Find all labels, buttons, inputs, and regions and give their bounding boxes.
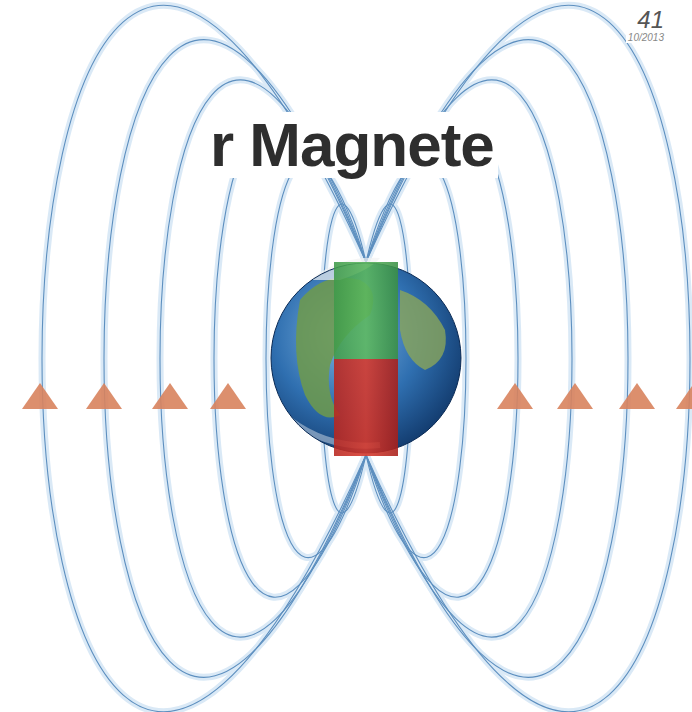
issue-date: 10/2013 [626, 33, 666, 43]
page-number: 41 [635, 8, 666, 32]
bar-magnet [334, 262, 398, 456]
field-lines [42, 5, 690, 711]
field-line-glow [42, 5, 690, 711]
page-title: r Magnete [206, 112, 498, 178]
field-direction-arrows [22, 383, 692, 409]
